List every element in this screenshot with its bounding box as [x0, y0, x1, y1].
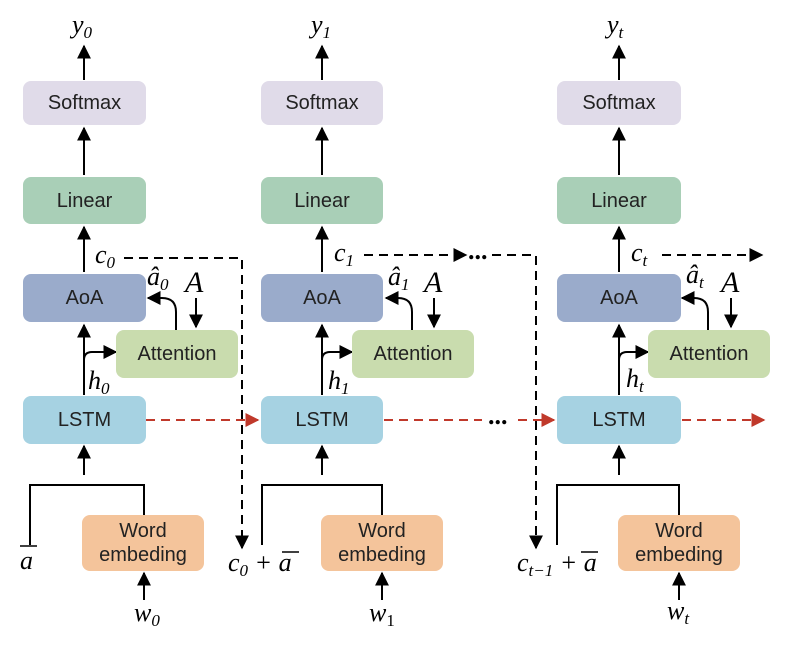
step-t-arrows — [556, 44, 764, 600]
word-embedding-line2: embeding — [635, 544, 723, 566]
abar-overlines — [20, 545, 598, 553]
word-embedding-line1: Word — [358, 520, 406, 542]
softmax-box-1: Softmax — [261, 81, 383, 125]
attention-box-t: Attention — [648, 330, 770, 378]
attention-A-label-1: A — [424, 266, 443, 299]
attention-A-label-t: A — [721, 266, 740, 299]
step-1-arrows — [261, 44, 543, 600]
output-yt-label: yt — [607, 10, 624, 42]
context-ct-minus-1-plus-abar-label: ct−1 + a — [517, 548, 597, 580]
aoa-box-0: AoA — [23, 274, 146, 322]
word-embedding-line2: embeding — [338, 544, 426, 566]
word-embedding-line2: embeding — [99, 544, 187, 566]
word-embedding-box-0: Word embeding — [82, 515, 204, 571]
aoa-box-t: AoA — [557, 274, 681, 322]
attention-A-label-0: A — [185, 266, 204, 299]
lstm-box-1: LSTM — [261, 396, 383, 444]
aoa-box-1: AoA — [261, 274, 383, 322]
context-c0-label: c0 — [95, 240, 116, 272]
abar-input-label: a — [20, 546, 33, 575]
attended-ahat1-label: â1 — [388, 262, 410, 294]
word-embedding-box-t: Word embeding — [618, 515, 740, 571]
output-y0-label: y0 — [72, 10, 93, 42]
attended-ahat0-label: â0 — [147, 262, 169, 294]
linear-box-0: Linear — [23, 177, 146, 224]
linear-box-1: Linear — [261, 177, 383, 224]
context-c0-plus-abar-label: c0 + a — [228, 548, 292, 580]
step-0-arrows — [29, 44, 249, 600]
ellipsis-lstm: ... — [488, 401, 508, 430]
context-c1-label: c1 — [334, 238, 355, 270]
lstm-box-0: LSTM — [23, 396, 146, 444]
lstm-box-t: LSTM — [557, 396, 681, 444]
word-wt-label: wt — [667, 596, 690, 628]
word-embedding-line1: Word — [119, 520, 167, 542]
softmax-box-t: Softmax — [557, 81, 681, 125]
hidden-h0-label: h0 — [88, 366, 110, 398]
hidden-h1-label: h1 — [328, 366, 350, 398]
output-y1-label: y1 — [311, 10, 332, 42]
word-embedding-line1: Word — [655, 520, 703, 542]
attention-box-0: Attention — [116, 330, 238, 378]
context-ct-label: ct — [631, 238, 648, 270]
hidden-ht-label: ht — [626, 364, 644, 396]
word-embedding-box-1: Word embeding — [321, 515, 443, 571]
word-w0-label: w0 — [134, 598, 160, 630]
attention-box-1: Attention — [352, 330, 474, 378]
word-w1-label: w1 — [369, 598, 395, 630]
linear-box-t: Linear — [557, 177, 681, 224]
ellipsis-top: ... — [468, 236, 488, 265]
attended-ahatt-label: ât — [686, 260, 704, 292]
softmax-box-0: Softmax — [23, 81, 146, 125]
